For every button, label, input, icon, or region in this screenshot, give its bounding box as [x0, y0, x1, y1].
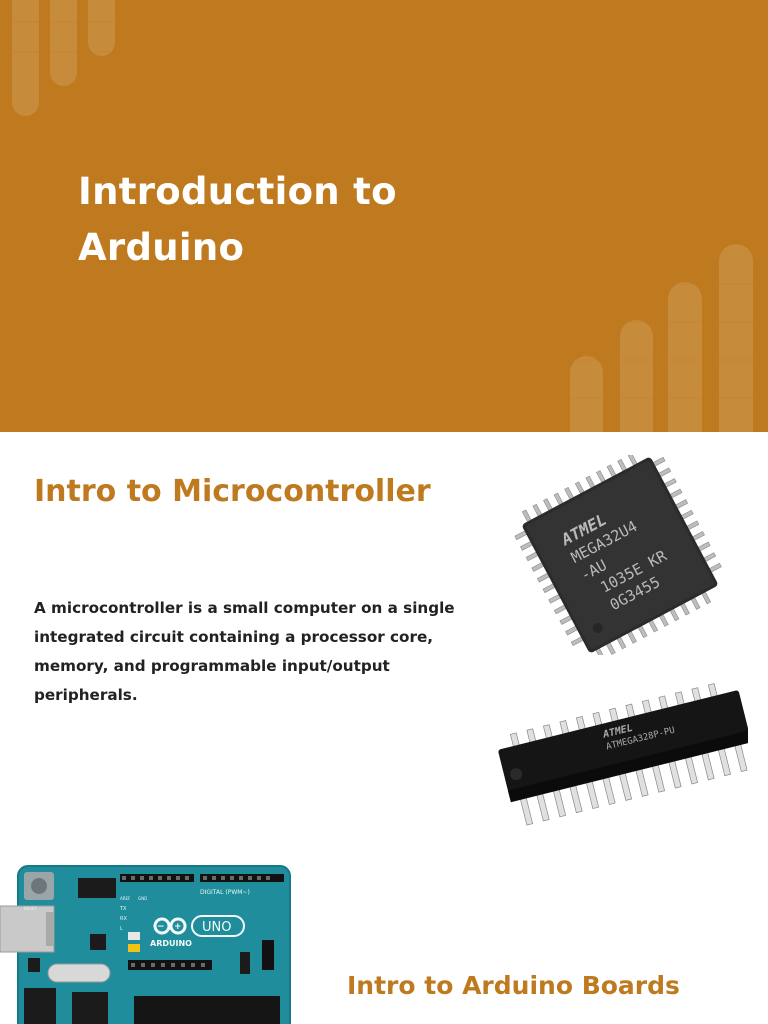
svg-text:−: −: [157, 922, 165, 932]
decorative-bars: [12, 0, 753, 432]
qfp-chip-image: ATMEL MEGA32U4 -AU 1035E KR 0G3455: [514, 455, 722, 655]
svg-text:+: +: [174, 922, 182, 932]
hero-title-line1: Introduction to: [78, 170, 397, 213]
board-label-digital: DIGITAL (PWM~): [200, 889, 250, 896]
board-label-rx: RX: [120, 916, 127, 922]
board-label-arduino: ARDUINO: [150, 939, 192, 948]
hero-title: Introduction to Arduino: [78, 164, 498, 276]
board-label-uno: UNO: [202, 920, 231, 935]
dip-chip-image: ATMEL ATMEGA328P-PU: [498, 683, 748, 826]
microcontroller-title: Intro to Microcontroller: [34, 474, 431, 509]
board-label-l: L: [120, 926, 123, 932]
hero-title-line2: Arduino: [78, 226, 245, 269]
board-label-aref: AREF: [120, 896, 131, 901]
board-label-gnd: GND: [138, 896, 147, 901]
arduino-boards-title: Intro to Arduino Boards: [347, 971, 680, 1000]
hero-banner: Introduction to Arduino: [0, 0, 768, 432]
board-label-tx: TX: [119, 906, 127, 912]
microcontroller-description: A microcontroller is a small computer on…: [34, 599, 455, 704]
arduino-board-image: DIGITAL (PWM~) − + UNO ARDUINO TX RX L R…: [0, 865, 291, 1024]
board-label-reset: RESET: [24, 906, 37, 911]
